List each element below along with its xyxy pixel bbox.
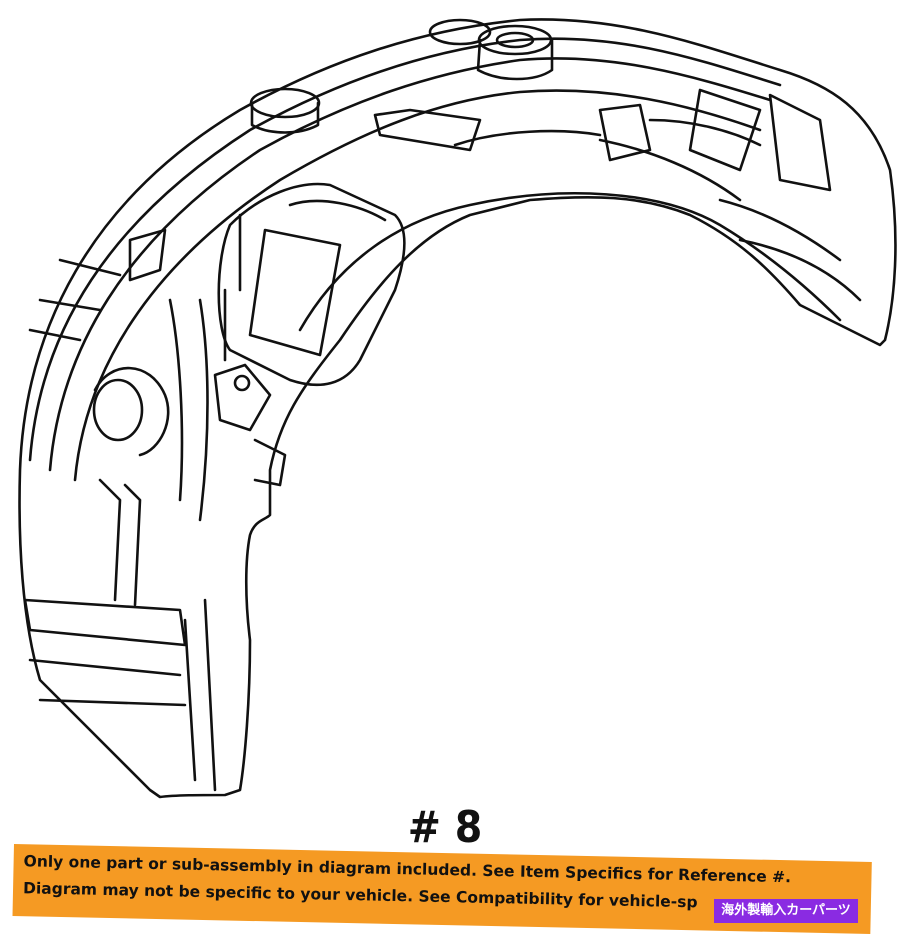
liner-rim-band-1	[28, 37, 782, 462]
top-boss-2	[428, 18, 492, 46]
seller-badge: 海外製輸入カーパーツ	[714, 899, 858, 923]
liner-rim-band-3	[73, 89, 762, 482]
liner-rim-band-2	[48, 57, 772, 472]
left-recess	[92, 378, 144, 442]
liner-inner-arch	[298, 192, 842, 332]
liner-outer-edge	[18, 18, 897, 799]
part-number-label: # 8	[407, 802, 483, 853]
bracket-clip	[213, 363, 272, 432]
center-panel-outer	[217, 182, 406, 387]
bottom-bar	[23, 598, 187, 647]
center-panel-inner	[248, 228, 342, 357]
